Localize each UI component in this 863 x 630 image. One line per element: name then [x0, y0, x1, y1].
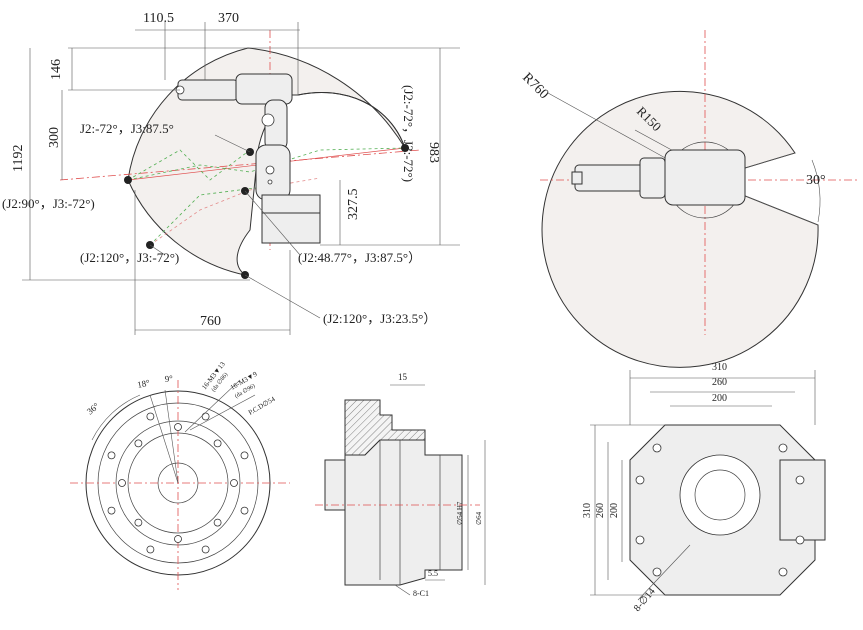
flange-hole: [213, 439, 222, 448]
pose-label-2: (J2:90°，J3:-72°): [2, 196, 95, 211]
flange-hole: [174, 423, 182, 431]
section-dim-bottom: 5.5: [428, 569, 438, 578]
flange-hole: [107, 506, 116, 515]
arm-side-view: 110.5 370 146 300 1192 983 327.5 760 J2:…: [2, 11, 460, 335]
pose-dot-3: [124, 176, 132, 184]
flange-hole: [174, 535, 182, 543]
section-dim-d1: ∅54 H7: [456, 501, 464, 525]
dim-base-height: 327.5: [346, 189, 361, 221]
plate-dim-h1: 310: [582, 503, 593, 518]
plate-dim-h2: 260: [595, 503, 606, 518]
plate-mount-hole: [652, 443, 662, 453]
flange-hole: [134, 518, 143, 527]
base-plate-view: 310 260 200 310 260 200 8-∅14: [582, 362, 826, 614]
flange-angle-a: 18°: [136, 377, 151, 389]
plate-dim-h3: 200: [609, 503, 620, 518]
arm-top-view: R760 R150 30°: [519, 30, 860, 368]
top-envelope: [541, 90, 819, 368]
dim-total-height: 1192: [11, 145, 26, 172]
flange-angle-c: 36°: [85, 401, 101, 417]
flange-hole: [213, 518, 222, 527]
flange-hole: [146, 545, 155, 554]
section-dim-top: 15: [398, 372, 408, 382]
section-dim-d2: ∅64: [475, 511, 483, 525]
dim-reach-height: 983: [426, 142, 441, 163]
plate-mount-hole: [795, 535, 805, 545]
section-chamfer: 8-C1: [413, 589, 429, 598]
work-envelope: [127, 47, 406, 276]
pose-dot-1: [401, 144, 409, 152]
flange-hole: [201, 545, 210, 554]
top-angle-label: 30°: [806, 173, 826, 188]
plate-mount-hole: [652, 567, 662, 577]
dim-upper-arm: 370: [218, 11, 239, 26]
top-radius-label: R760: [519, 70, 551, 102]
flange-hole: [107, 451, 116, 460]
flange-hole: [240, 506, 249, 515]
pose-label-6: (J2:-72°，J3:-72°): [401, 85, 416, 182]
plate-mount-hole: [795, 475, 805, 485]
pose-label-1: J2:-72°，J3:87.5°: [80, 121, 174, 136]
flange-bolt-holes: [107, 412, 249, 554]
flange-hole: [240, 451, 249, 460]
flange-face-view: 18° 9° 36° 16-M3▼13 (da ∅86) 16-M3▼9 (da…: [70, 360, 290, 590]
dim-offset: 110.5: [143, 11, 174, 26]
flange-angle-b: 9°: [164, 373, 173, 384]
pose-label-5: (J2:120°，J3:23.5°）: [323, 311, 436, 326]
plate-dim-w3: 200: [712, 393, 727, 404]
plate-mount-hole: [778, 443, 788, 453]
plate-mount-hole: [778, 567, 788, 577]
plate-dim-w1: 310: [712, 362, 727, 373]
robot-arm-body: [175, 73, 321, 244]
flange-hole: [134, 439, 143, 448]
dim-reach: 760: [200, 314, 221, 329]
plate-mount-hole: [635, 535, 645, 545]
flange-pcd: P.C.D∅54: [247, 395, 277, 417]
flange-hole: [118, 479, 126, 487]
dim-mid-height: 300: [47, 127, 62, 148]
flange-hole: [201, 412, 210, 421]
plate-holes-label: 8-∅14: [632, 586, 658, 614]
base-plate-holes: [635, 443, 805, 577]
flange-section-view: 15 ∅54 H7 ∅64 5.5 8-C1: [315, 372, 486, 598]
pose-label-4: (J2:48.77°，J3:87.5°）: [298, 250, 421, 265]
flange-hole: [230, 479, 238, 487]
plate-mount-hole: [635, 475, 645, 485]
pose-label-3: (J2:120°，J3:-72°): [80, 250, 179, 265]
flange-hole: [146, 412, 155, 421]
plate-dim-w2: 260: [712, 377, 727, 388]
dim-top-height: 146: [49, 59, 64, 80]
top-arm-body: [571, 149, 746, 206]
